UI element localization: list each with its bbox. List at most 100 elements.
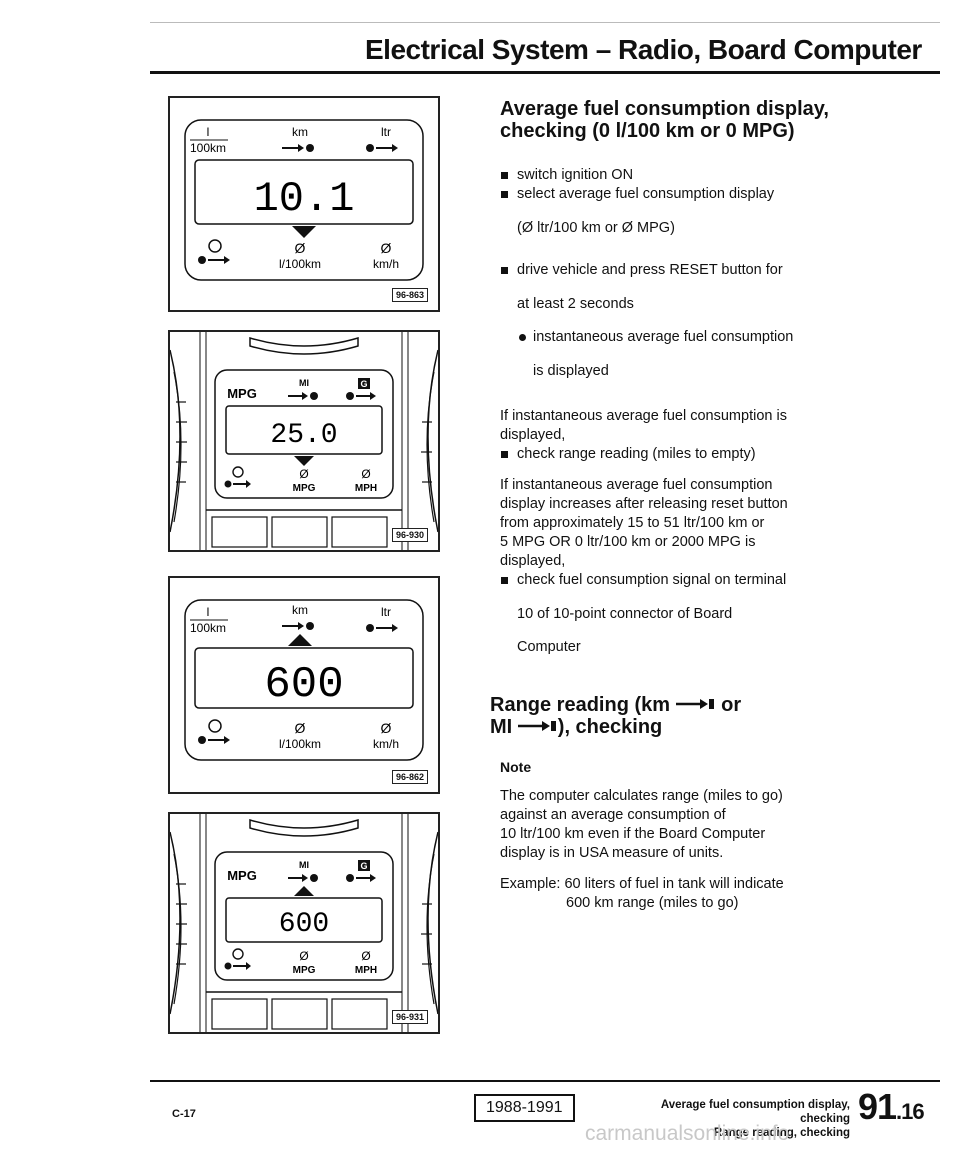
avg-symbol-left: Ø xyxy=(299,467,308,481)
step-select-display-cont: (Ø ltr/100 km or Ø MPG) xyxy=(517,219,675,236)
figure-id: 96-862 xyxy=(391,770,428,784)
label-g-box xyxy=(358,860,370,871)
unit-km-h: km/h xyxy=(373,737,399,751)
label-mpg: MPG xyxy=(227,386,257,401)
label-g-box xyxy=(358,378,370,389)
gauge-ticks-left xyxy=(176,883,187,965)
avg-symbol-left: Ø xyxy=(295,720,306,736)
lcd-window xyxy=(225,405,383,455)
clock-arrow-icon xyxy=(224,466,251,488)
condition-increase-line4: 5 MPG OR 0 ltr/100 km or 2000 MPG is xyxy=(500,534,756,550)
dot-arrow-gallon-icon xyxy=(346,392,376,400)
dot-arrow-gallon-icon xyxy=(346,874,376,882)
step-check-range: check range reading (miles to empty) xyxy=(500,445,920,464)
gauge-ticks-right xyxy=(421,421,432,483)
label-mpg: MPG xyxy=(227,868,257,883)
unit-mph: MPH xyxy=(355,965,377,976)
condition-instant-displayed-cont: displayed, xyxy=(500,427,566,443)
unit-mpg: MPG xyxy=(293,483,316,494)
cluster-button-1 xyxy=(211,998,268,1030)
condition-instant-displayed: If instantaneous average fuel consumptio… xyxy=(500,408,787,424)
label-100km: 100km xyxy=(190,621,226,635)
step-select-display: select average fuel consumption display xyxy=(500,185,920,204)
arrow-dot-km-icon xyxy=(282,144,314,152)
dot-arrow-ltr-icon xyxy=(366,144,398,152)
example-line1: Example: 60 liters of fuel in tank will … xyxy=(500,875,784,892)
clock-arrow-icon xyxy=(224,948,251,970)
arrow-dot-icon xyxy=(675,698,714,709)
pointer-down-icon xyxy=(294,456,314,466)
arrow-dot-icon xyxy=(517,720,556,731)
label-km: km xyxy=(292,603,308,617)
label-ltr: ltr xyxy=(381,605,391,619)
header-rule xyxy=(150,71,940,74)
header-rule-top xyxy=(150,22,940,23)
cluster-button-2 xyxy=(271,998,328,1030)
label-l: l xyxy=(207,605,210,619)
dot-arrow-ltr-icon xyxy=(366,624,398,632)
unit-km-h: km/h xyxy=(373,257,399,271)
display-bezel xyxy=(214,369,394,499)
lcd-metric-diagram: l 100km km ltr 10.1 Ø l/100km Ø km/h xyxy=(184,119,424,281)
footer-description: Average fuel consumption display, checki… xyxy=(650,1098,850,1140)
label-mi: MI xyxy=(299,860,309,870)
label-g: G xyxy=(360,379,367,389)
section-number-main: 91 xyxy=(858,1086,897,1127)
step-press-reset-cont: at least 2 seconds xyxy=(517,295,634,312)
footer-desc-line2: Range reading, checking xyxy=(713,1127,850,1139)
page-title: Electrical System – Radio, Board Compute… xyxy=(365,34,922,65)
clock-arrow-icon xyxy=(198,239,230,264)
avg-symbol-right: Ø xyxy=(381,720,392,736)
section-heading-avg-consumption: Average fuel consumption display, checki… xyxy=(500,98,829,142)
display-bezel xyxy=(184,119,424,281)
gauge-ticks-left xyxy=(176,401,187,483)
arrow-dot-mi-icon xyxy=(288,874,318,882)
note-label: Note xyxy=(500,758,532,775)
section-number-sub: .16 xyxy=(896,1099,925,1124)
example-line2: 600 km range (miles to go) xyxy=(566,894,739,911)
result-instant-avg: instantaneous average fuel consumption xyxy=(500,328,920,347)
note-line2: against an average consumption of xyxy=(500,806,726,823)
display-bezel xyxy=(184,599,424,761)
condition-increase-line3: from approximately 15 to 51 ltr/100 km o… xyxy=(500,515,765,531)
step-check-signal-line2: 10 of 10-point connector of Board xyxy=(517,605,733,622)
text-column: Average fuel consumption display, checki… xyxy=(490,98,920,913)
avg-symbol-left: Ø xyxy=(299,949,308,963)
unit-l-per-100km: l/100km xyxy=(279,257,321,271)
condition-increase-line5: displayed, xyxy=(500,553,566,569)
label-100km: 100km xyxy=(190,141,226,155)
step-check-signal-line3: Computer xyxy=(517,639,581,655)
clock-arrow-icon xyxy=(198,719,230,744)
avg-symbol-right: Ø xyxy=(381,240,392,256)
avg-symbol-right: Ø xyxy=(361,467,370,481)
lcd-digits: 600 xyxy=(279,909,329,940)
watermark: carmanualsonline.info xyxy=(585,1122,790,1145)
figure-us-cluster-range: MPG MI G 600 Ø MPG Ø MPH 96-931 xyxy=(168,812,440,1034)
avg-symbol-right: Ø xyxy=(361,949,370,963)
lcd-metric-range-diagram: l 100km km ltr 600 Ø l/100km Ø km/h xyxy=(184,599,424,761)
cluster-mpg-diagram: MPG MI G 25.0 Ø MPG Ø MPH xyxy=(170,332,438,550)
gauge-ticks-right xyxy=(421,903,432,965)
avg-symbol-left: Ø xyxy=(295,240,306,256)
label-mi: MI xyxy=(299,378,309,388)
lcd-digits: 10.1 xyxy=(254,175,355,223)
pointer-up-icon xyxy=(294,886,314,896)
label-km: km xyxy=(292,125,308,139)
figure-id: 96-931 xyxy=(391,1010,428,1024)
lcd-window xyxy=(194,159,414,225)
unit-l-per-100km: l/100km xyxy=(279,737,321,751)
note-line4: display is in USA measure of units. xyxy=(500,844,724,861)
cluster-mpg-range-diagram: MPG MI G 600 Ø MPG Ø MPH xyxy=(170,814,438,1032)
pointer-down-icon xyxy=(292,226,316,238)
figure-us-cluster-avg: MPG MI G 25.0 Ø MPG Ø MPH 96-930 xyxy=(168,330,440,552)
footer-desc-line1: Average fuel consumption display, checki… xyxy=(660,1099,850,1125)
figure-id: 96-930 xyxy=(391,528,428,542)
figure-metric-display-avg: l 100km km ltr 10.1 Ø l/100km Ø km/h 96-… xyxy=(168,96,440,312)
unit-mph: MPH xyxy=(355,483,377,494)
unit-mpg: MPG xyxy=(293,965,316,976)
cluster-button-2 xyxy=(271,516,328,548)
range-heading-part2: or xyxy=(715,693,742,716)
label-l: l xyxy=(207,125,210,139)
display-bezel xyxy=(214,851,394,981)
footer-rule xyxy=(150,1080,940,1082)
